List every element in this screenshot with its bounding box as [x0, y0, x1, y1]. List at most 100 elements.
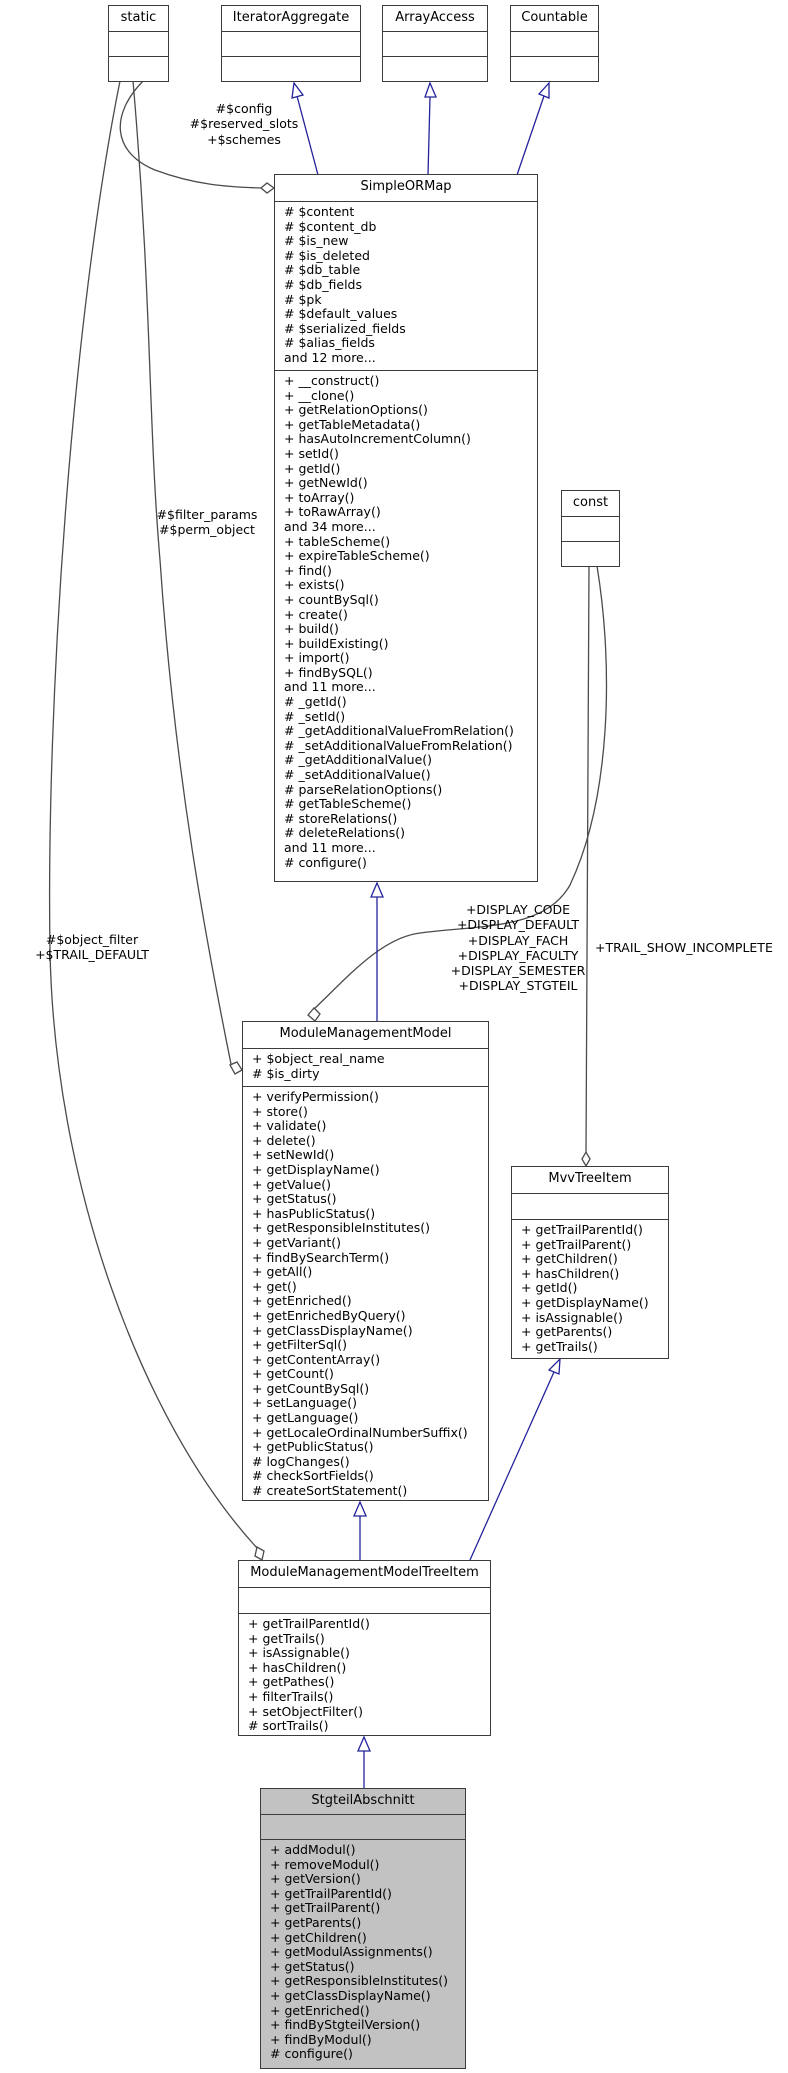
- member-line: + create(): [284, 606, 348, 622]
- member-line: # _setAdditionalValue(): [284, 767, 431, 783]
- class-title: ArrayAccess: [395, 10, 475, 25]
- member-line: + getTrailParent(): [270, 1900, 381, 1916]
- member-line: + getEnrichedByQuery(): [252, 1307, 406, 1323]
- member-line: + getVariant(): [252, 1234, 342, 1250]
- member-line: and 12 more...: [284, 349, 376, 365]
- edge-usage-static-modulemanagementmodel: [132, 80, 232, 1065]
- edge-label-static-modulemanagementmodel: #$filter_params #$perm_object: [156, 507, 258, 538]
- member-line: + getNewId(): [284, 475, 368, 491]
- class-title: ModuleManagementModel: [279, 1026, 452, 1041]
- edge-label-static-modulemanagementmodeltreeitem: #$object_filter +$TRAIL_DEFAULT: [35, 932, 149, 963]
- member-line: # parseRelationOptions(): [284, 781, 443, 797]
- member-line: # $is_new: [284, 233, 349, 249]
- class-title: StgteilAbschnitt: [311, 1793, 415, 1808]
- class-iteratoraggregate[interactable]: IteratorAggregate: [221, 5, 361, 82]
- member-line: + validate(): [252, 1118, 327, 1134]
- member-line: + getClassDisplayName(): [270, 1987, 431, 2003]
- inheritance-arrow: [370, 881, 384, 898]
- inheritance-arrow: [537, 81, 550, 99]
- member-line: + getTrailParent(): [521, 1236, 632, 1252]
- member-line: + getEnriched(): [270, 2002, 370, 2018]
- class-arrayaccess[interactable]: ArrayAccess: [382, 5, 488, 82]
- member-line: + expireTableScheme(): [284, 548, 430, 564]
- edge-label-const-mvvtreeitem: +TRAIL_SHOW_INCOMPLETE: [595, 940, 773, 955]
- member-line: # _getId(): [284, 694, 347, 710]
- member-line: + toArray(): [284, 489, 355, 505]
- member-line: + build(): [284, 621, 339, 637]
- class-static[interactable]: static: [108, 5, 169, 82]
- class-methods: + verifyPermission()+ store()+ validate(…: [243, 1086, 488, 1500]
- class-title: IteratorAggregate: [232, 10, 350, 25]
- member-line: + setId(): [284, 445, 339, 461]
- aggregation-diamond: [254, 1545, 265, 1562]
- member-line: and 11 more...: [284, 679, 376, 695]
- class-modulemanagementmodeltreeitem[interactable]: ModuleManagementModelTreeItem + getTrail…: [238, 1560, 491, 1736]
- member-line: + getModulAssignments(): [270, 1944, 433, 1960]
- class-mvvtreeitem[interactable]: MvvTreeItem + getTrailParentId()+ getTra…: [511, 1166, 669, 1359]
- member-line: + getTrails(): [521, 1338, 598, 1354]
- class-attributes: [222, 31, 360, 56]
- member-line: # $db_table: [284, 262, 361, 278]
- member-line: + getCountBySql(): [252, 1380, 370, 1396]
- class-attributes: [562, 516, 619, 541]
- aggregation-diamond: [259, 182, 276, 194]
- aggregation-diamond: [307, 1007, 321, 1022]
- member-line: + getChildren(): [270, 1929, 367, 1945]
- member-line: # _getAdditionalValueFromRelation(): [284, 723, 514, 739]
- edge-label-const-modulemanagementmodel: +DISPLAY_CODE +DISPLAY_DEFAULT +DISPLAY_…: [450, 902, 586, 994]
- class-methods: [562, 541, 619, 566]
- member-line: + getId(): [521, 1280, 578, 1296]
- member-line: + getPublicStatus(): [252, 1439, 374, 1455]
- member-line: # $content_db: [284, 218, 377, 234]
- member-line: # createSortStatement(): [252, 1483, 408, 1499]
- member-line: + getLanguage(): [252, 1410, 359, 1426]
- member-line: + getRelationOptions(): [284, 402, 428, 418]
- member-line: + isAssignable(): [248, 1645, 350, 1661]
- member-line: + getTrailParentId(): [270, 1885, 392, 1901]
- edge-usage-const-mvvtreeitem: [585, 565, 590, 1153]
- edge-inherit-simpleormap-iteratoraggregate: [296, 95, 319, 176]
- member-line: # logChanges(): [252, 1453, 350, 1469]
- member-line: + getStatus(): [270, 1958, 355, 1974]
- member-line: + getParents(): [270, 1914, 362, 1930]
- class-methods: + getTrailParentId()+ getTrails()+ isAss…: [239, 1613, 490, 1735]
- member-line: + getCount(): [252, 1366, 334, 1382]
- class-attributes: [511, 31, 598, 56]
- class-simpleormap[interactable]: SimpleORMap # $content# $content_db# $is…: [274, 174, 538, 882]
- member-line: + findBySQL(): [284, 664, 373, 680]
- class-const[interactable]: const: [561, 490, 620, 567]
- class-methods: [222, 56, 360, 81]
- class-methods: [511, 56, 598, 81]
- member-line: # $serialized_fields: [284, 320, 406, 336]
- member-line: + removeModul(): [270, 1856, 380, 1872]
- member-line: + getValue(): [252, 1176, 332, 1192]
- member-line: + __construct(): [284, 373, 380, 388]
- member-line: + find(): [284, 562, 332, 578]
- member-line: + getId(): [284, 460, 341, 476]
- member-line: and 11 more...: [284, 840, 376, 855]
- class-methods: [109, 56, 168, 81]
- edge-usage-static-simpleormap: [119, 80, 262, 189]
- edge-inherit-mmmtreeitem-mvvtreeitem: [469, 1371, 555, 1561]
- class-countable[interactable]: Countable: [510, 5, 599, 82]
- class-modulemanagementmodel[interactable]: ModuleManagementModel + $object_real_nam…: [242, 1021, 489, 1501]
- class-attributes: + $object_real_name# $is_dirty: [243, 1048, 488, 1086]
- member-line: + getChildren(): [521, 1251, 618, 1267]
- member-line: + getParents(): [521, 1324, 613, 1340]
- member-line: + getTrailParentId(): [521, 1222, 643, 1237]
- member-line: + getResponsibleInstitutes(): [270, 1973, 449, 1989]
- member-line: + getDisplayName(): [521, 1294, 649, 1310]
- member-line: + filterTrails(): [248, 1688, 334, 1704]
- member-line: + getAll(): [252, 1264, 313, 1280]
- member-line: + setNewId(): [252, 1147, 335, 1163]
- member-line: + getDisplayName(): [252, 1161, 380, 1177]
- class-methods: + __construct()+ __clone()+ getRelationO…: [275, 370, 537, 881]
- member-line: + exists(): [284, 577, 345, 593]
- aggregation-diamond: [581, 1150, 591, 1168]
- class-stgteilabschnitt[interactable]: StgteilAbschnitt + addModul()+ removeMod…: [260, 1788, 466, 2069]
- member-line: # _setAdditionalValueFromRelation(): [284, 737, 513, 753]
- member-line: + tableScheme(): [284, 533, 391, 549]
- class-title: Countable: [521, 10, 588, 25]
- class-attributes: [261, 1814, 465, 1839]
